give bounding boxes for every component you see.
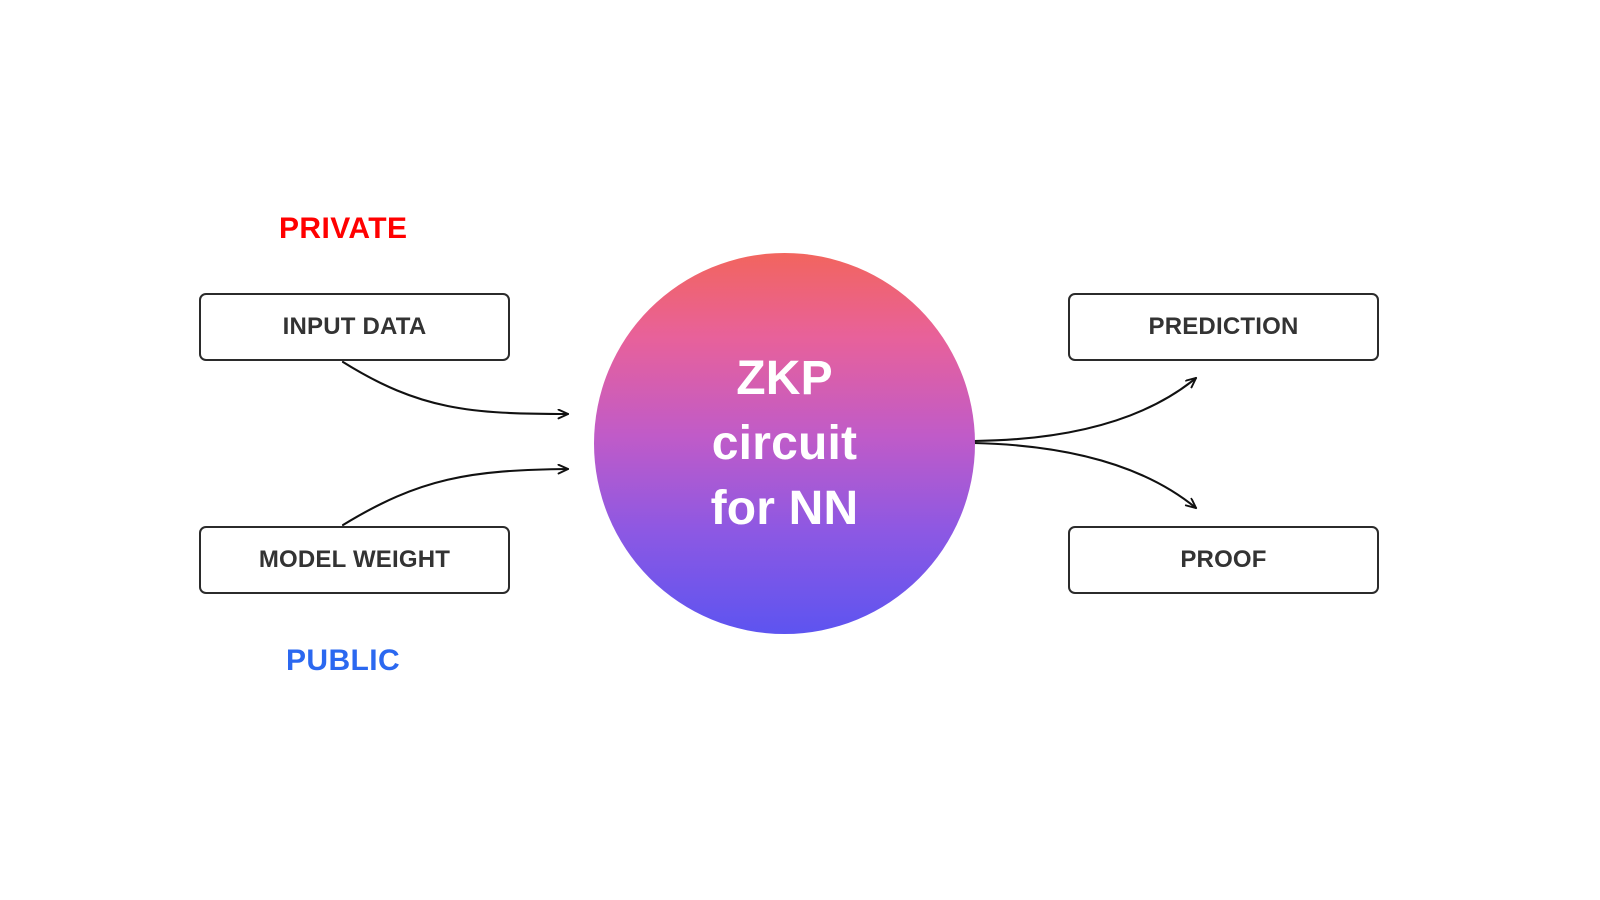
node-prediction-label: PREDICTION [1148, 313, 1299, 340]
zkp-circuit-line-3: for NN [710, 482, 859, 535]
zkp-circuit-line-2: circuit [711, 417, 858, 470]
arrow-circuit-to-prediction [972, 376, 1198, 443]
section-label-public: PUBLIC [286, 644, 401, 677]
node-zkp-circuit[interactable]: ZKP circuit for NN [594, 253, 975, 634]
node-input-data[interactable]: INPUT DATA [199, 293, 510, 361]
node-input-data-label: INPUT DATA [282, 313, 427, 340]
section-label-private: PRIVATE [279, 212, 408, 245]
arrow-weight-to-circuit [341, 469, 570, 527]
zkp-circuit-line-1: ZKP [736, 352, 833, 405]
node-prediction[interactable]: PREDICTION [1068, 293, 1379, 361]
arrow-input-to-circuit [341, 360, 570, 414]
node-model-weight[interactable]: MODEL WEIGHT [199, 526, 510, 594]
node-proof[interactable]: PROOF [1068, 526, 1379, 594]
node-proof-label: PROOF [1180, 546, 1267, 573]
arrow-circuit-to-proof [972, 441, 1198, 510]
node-model-weight-label: MODEL WEIGHT [258, 546, 451, 573]
